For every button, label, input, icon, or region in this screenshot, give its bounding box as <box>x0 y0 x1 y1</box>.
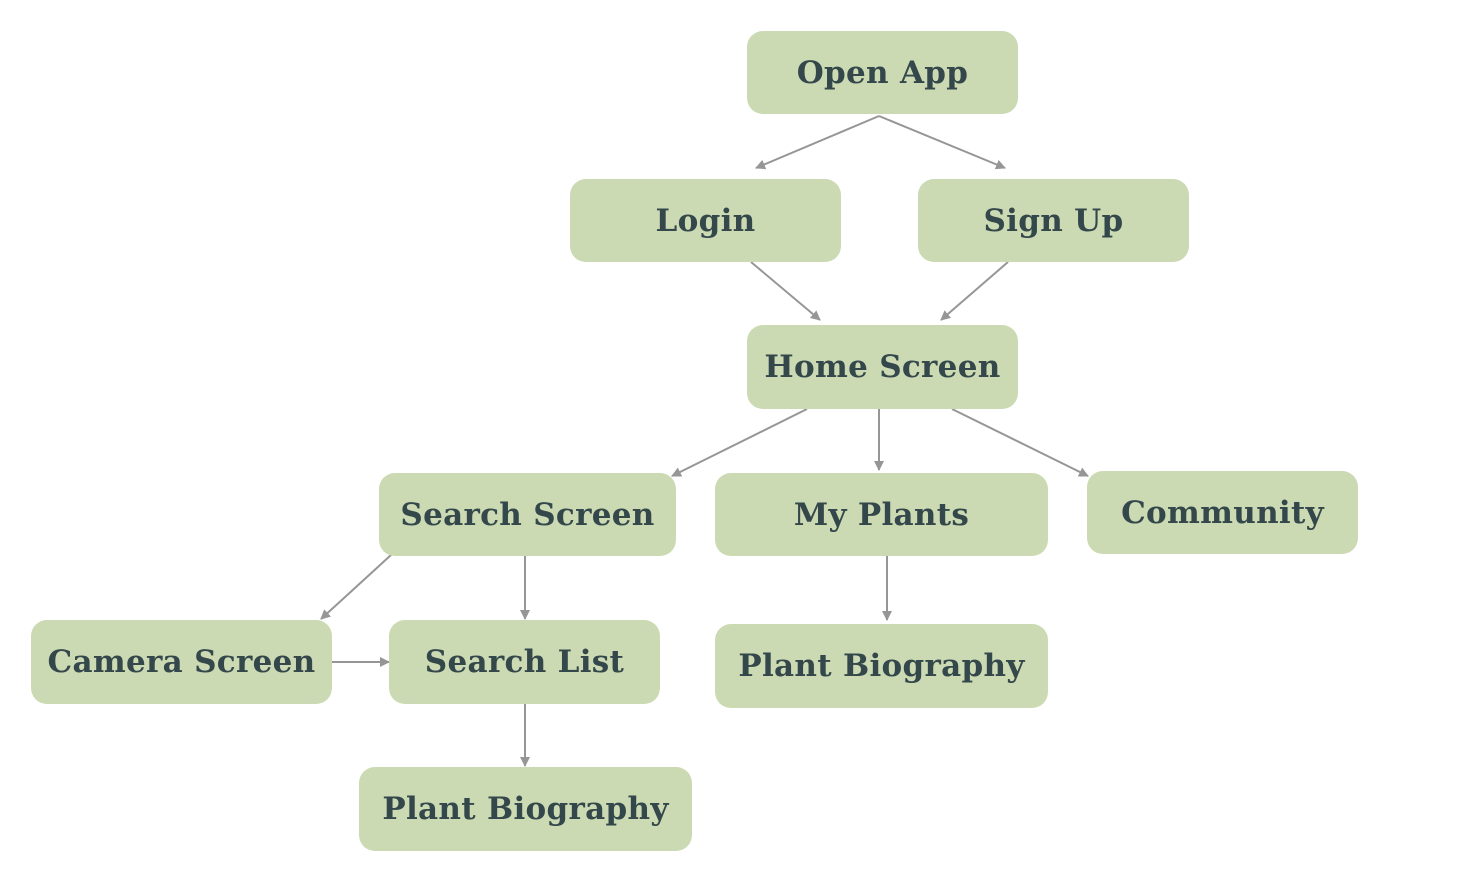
node-open-app-label: Open App <box>796 54 969 91</box>
node-my-plants-label: My Plants <box>793 496 970 533</box>
edge-search-screen-to-camera-screen <box>320 554 392 620</box>
node-home-screen: Home Screen <box>747 325 1018 409</box>
edge-open-app-to-login <box>755 115 880 170</box>
node-camera-screen-label: Camera Screen <box>47 644 316 680</box>
node-search-list-label: Search List <box>424 644 625 680</box>
node-search-screen: Search Screen <box>379 473 676 556</box>
edge-login-to-home-screen <box>750 261 821 321</box>
node-my-plants: My Plants <box>715 473 1048 556</box>
node-search-screen-label: Search Screen <box>400 496 655 533</box>
node-plant-biography-my-plants: Plant Biography <box>715 624 1048 708</box>
edge-home-screen-to-community <box>951 408 1089 477</box>
node-open-app: Open App <box>747 31 1018 114</box>
edge-open-app-to-sign-up <box>878 115 1006 170</box>
node-search-list: Search List <box>389 620 660 704</box>
node-login-label: Login <box>655 202 756 239</box>
node-login: Login <box>570 179 841 262</box>
edge-home-screen-to-search-screen <box>671 408 808 477</box>
node-home-screen-label: Home Screen <box>764 349 1001 385</box>
node-plant-biography-search: Plant Biography <box>359 767 692 851</box>
node-camera-screen: Camera Screen <box>31 620 332 704</box>
node-plant-biography-search-label: Plant Biography <box>382 791 669 827</box>
node-plant-biography-my-plants-label: Plant Biography <box>738 648 1025 684</box>
node-community: Community <box>1087 471 1358 554</box>
node-community-label: Community <box>1121 494 1324 531</box>
node-sign-up-label: Sign Up <box>983 202 1124 239</box>
edge-sign-up-to-home-screen <box>940 261 1009 321</box>
node-sign-up: Sign Up <box>918 179 1189 262</box>
